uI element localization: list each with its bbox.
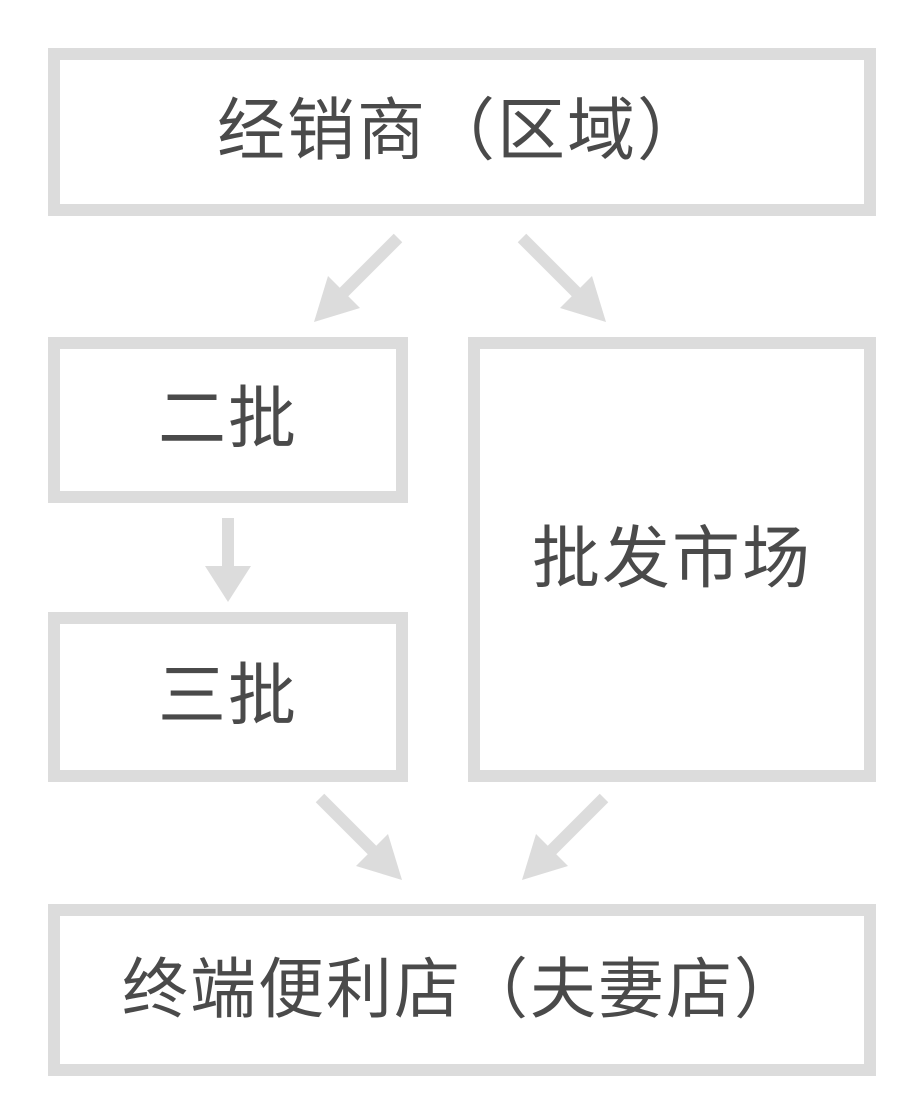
terminal-store-label: 终端便利店（夫妻店） xyxy=(122,951,802,1028)
wholesale-market-node: 批发市场 xyxy=(468,337,876,782)
third-wholesale-label: 三批 xyxy=(157,657,298,736)
second-wholesale-node: 二批 xyxy=(48,337,408,503)
terminal-store-node: 终端便利店（夫妻店） xyxy=(48,904,876,1076)
arrow-third-to-terminal xyxy=(315,793,402,880)
dealer-label: 经销商（区域） xyxy=(216,92,707,171)
arrow-dealer-to-market xyxy=(517,233,606,322)
wholesale-market-label: 批发市场 xyxy=(531,519,812,599)
arrow-second-to-third xyxy=(205,518,251,602)
arrow-dealer-to-second xyxy=(314,233,403,322)
arrow-market-to-terminal xyxy=(522,793,609,880)
third-wholesale-node: 三批 xyxy=(48,612,408,782)
dealer-node: 经销商（区域） xyxy=(48,48,876,216)
second-wholesale-label: 二批 xyxy=(157,380,298,459)
